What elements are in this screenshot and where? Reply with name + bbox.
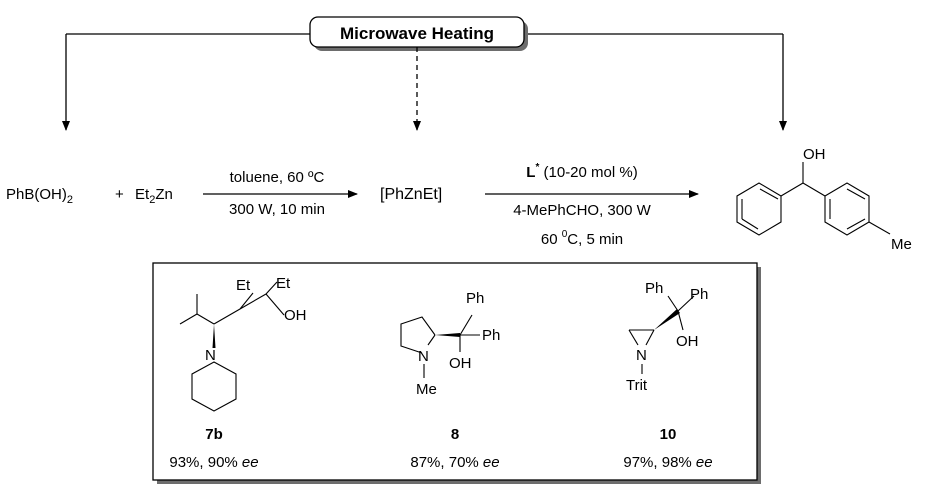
stereo-wedge-bond xyxy=(212,324,216,348)
step-2-aldehyde: 4-MePhCHO, 300 W xyxy=(513,202,651,219)
ligand-8-oh: OH xyxy=(449,355,472,372)
bond-ring-to-carbinol xyxy=(780,182,804,197)
bond xyxy=(239,293,267,310)
ligand-8: N Me Ph Ph OH 8 87%, 70% ee xyxy=(400,290,500,471)
bond xyxy=(265,281,278,295)
ligand-10-ph-2: Ph xyxy=(690,286,708,303)
bond xyxy=(179,313,198,325)
ligand-7b-result: 93%, 90% ee xyxy=(169,454,258,471)
ring-double-bond xyxy=(846,218,866,230)
bond xyxy=(667,295,679,312)
bond xyxy=(677,310,684,331)
bond xyxy=(265,293,285,316)
bond xyxy=(427,334,436,346)
ligand-7b-et-2: Et xyxy=(276,275,291,292)
reagent-diethylzinc: Et2Zn xyxy=(135,186,173,206)
product-tolyl-ring xyxy=(824,182,870,236)
step-2-ligand-loading: L* (10-20 mol %) xyxy=(526,162,637,181)
bond xyxy=(196,313,215,325)
bond-ring-to-methyl xyxy=(868,221,891,235)
ligand-8-me: Me xyxy=(416,381,437,398)
aziridine-bond xyxy=(645,329,655,346)
ligand-10-oh: OH xyxy=(676,333,699,350)
step-1-conditions-below: 300 W, 10 min xyxy=(229,201,325,218)
ligand-10-trit: Trit xyxy=(626,377,648,394)
bond xyxy=(459,314,473,336)
bond xyxy=(677,295,695,312)
ligand-8-n: N xyxy=(418,348,429,365)
stereo-wedge-bond xyxy=(435,333,460,337)
ligand-7b-et-1: Et xyxy=(236,277,251,294)
ligand-8-result: 87%, 70% ee xyxy=(410,454,499,471)
ring-double-bond xyxy=(741,218,759,230)
ligand-7b-oh: OH xyxy=(284,307,307,324)
bond-carbinol-to-tolyl xyxy=(802,182,826,197)
step-1-conditions-above: toluene, 60 ºC xyxy=(230,169,325,186)
ligand-10-n: N xyxy=(636,347,647,364)
aziridine-bond xyxy=(628,329,639,346)
ligand-10-ph-1: Ph xyxy=(645,280,663,297)
ligand-8-ph-2: Ph xyxy=(482,327,500,344)
plus-sign: + xyxy=(115,186,124,203)
ligand-8-ph-1: Ph xyxy=(466,290,484,307)
piperidine-ring xyxy=(191,361,237,412)
pyrrolidine-ring xyxy=(400,316,436,354)
product-oh-label: OH xyxy=(803,146,826,163)
ring-double-bond xyxy=(759,188,779,200)
header-label: Microwave Heating xyxy=(340,24,494,43)
ligand-7b-n: N xyxy=(205,347,216,364)
ligand-10-result: 97%, 98% ee xyxy=(623,454,712,471)
bond xyxy=(213,308,241,325)
stereo-wedge-bond xyxy=(654,309,680,330)
ligand-box xyxy=(152,262,758,481)
step-2-temperature-time: 60 0C, 5 min xyxy=(541,229,623,248)
product-phenyl-ring xyxy=(736,182,782,236)
bond xyxy=(239,292,254,310)
ligand-10: N Trit Ph Ph OH 10 97%, 98% ee xyxy=(623,280,712,471)
microwave-heating-header: Microwave Heating xyxy=(66,16,783,51)
reagent-phenylboronic-acid: PhB(OH)2 xyxy=(6,186,73,206)
ligand-7b-id: 7b xyxy=(205,426,223,443)
ligand-8-id: 8 xyxy=(451,426,459,443)
intermediate-phznet: [PhZnEt] xyxy=(380,186,442,203)
product-structure: OH Me xyxy=(736,146,912,253)
product-me-label: Me xyxy=(891,236,912,253)
ligand-10-id: 10 xyxy=(660,426,677,443)
ligand-7b: N Et Et OH 7b 93%, 90% ee xyxy=(169,275,306,471)
ring-double-bond xyxy=(846,188,866,200)
